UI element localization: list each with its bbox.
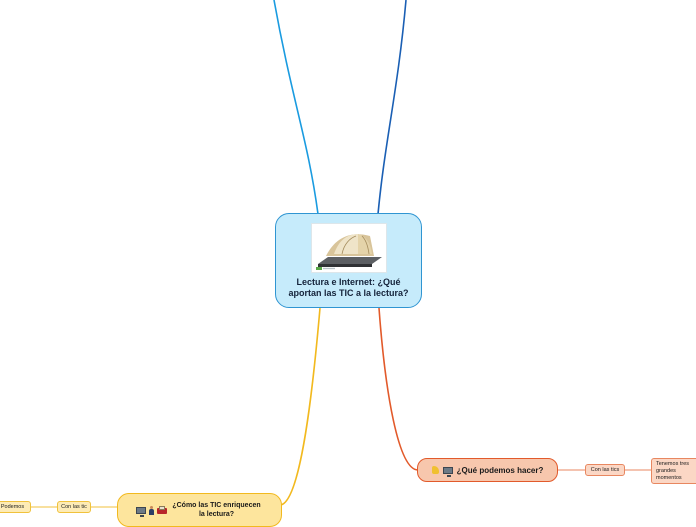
subtopic-con-las-tics-label: Con las tics [590, 467, 620, 473]
computer-icon [135, 506, 146, 517]
subtopic-con-las-tic-label: Con las tic [61, 504, 87, 510]
central-topic-node[interactable]: Lectura e Internet: ¿Qué aportan las TIC… [275, 213, 422, 308]
connector-top-left [273, 0, 319, 215]
subtopic-con-las-tics[interactable]: Con las tics [585, 464, 625, 476]
central-topic-title: Lectura e Internet: ¿Qué aportan las TIC… [288, 276, 409, 298]
topic-que-podemos-hacer-label: ¿Qué podemos hacer? [456, 465, 544, 475]
subtopic-tenemos-tres-momentos[interactable]: Tenemos tres grandes momentos [651, 458, 696, 484]
topic-que-podemos-hacer[interactable]: ¿Qué podemos hacer? [417, 458, 558, 482]
topic-como-enriquecen-label: ¿Cómo las TIC enriquecen la lectura? [172, 502, 261, 518]
topic-como-enriquecen[interactable]: ¿Cómo las TIC enriquecen la lectura? [117, 493, 282, 527]
subtopic-podemos-label: Podemos [0, 504, 25, 510]
book-on-laptop-icon [310, 222, 387, 273]
book-icon [156, 506, 167, 514]
computer-icon [442, 466, 453, 477]
connector-top-right [377, 0, 407, 215]
connector-bottom-right [378, 307, 419, 471]
person-icon [148, 505, 154, 515]
subtopic-con-las-tic[interactable]: Con las tic [57, 501, 91, 513]
connector-bottom-left [280, 307, 321, 506]
subtopic-podemos[interactable]: Podemos [0, 501, 31, 513]
thumbs-up-icon [431, 466, 439, 474]
subtopic-tenemos-tres-momentos-label: Tenemos tres grandes momentos [656, 460, 690, 481]
